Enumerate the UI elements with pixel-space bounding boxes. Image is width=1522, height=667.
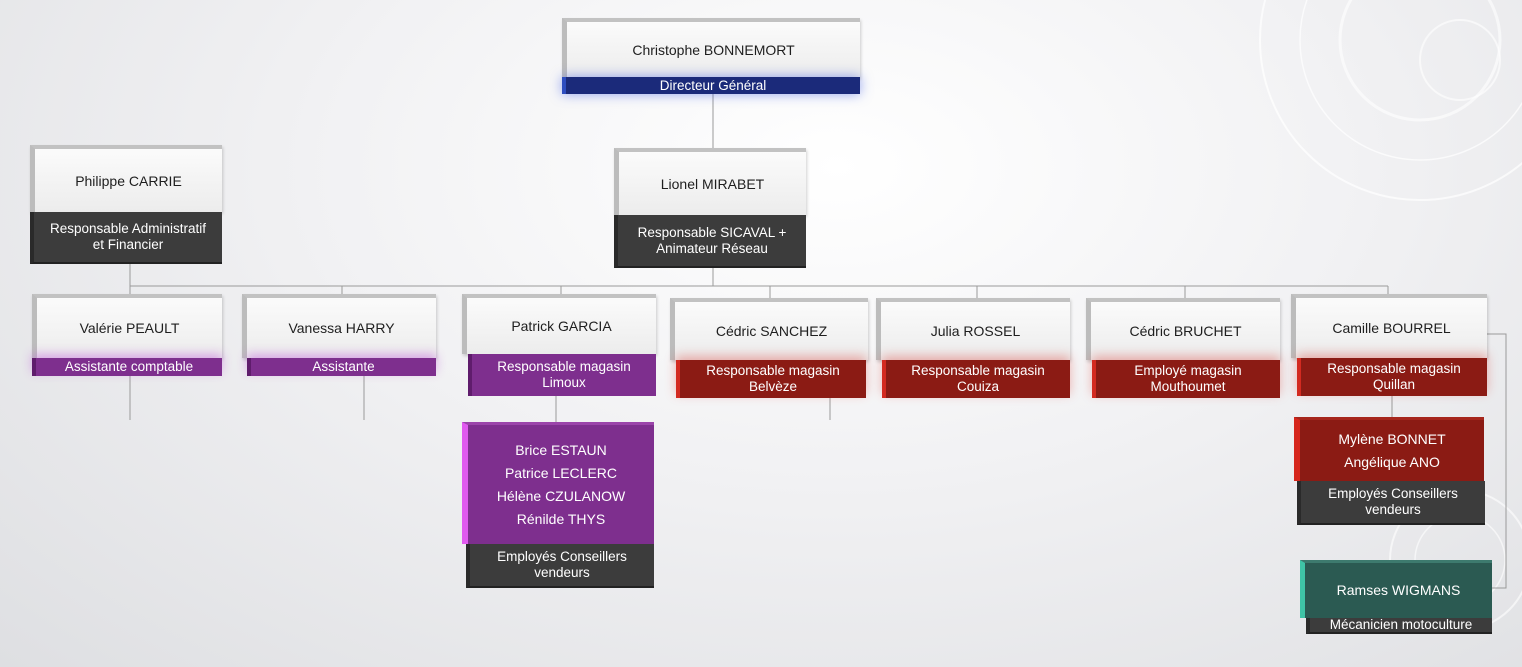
- staff-role-line2: Couiza: [956, 379, 1000, 394]
- staff-role-line1: Responsable magasin: [497, 359, 631, 374]
- staff-role-line1: Employé magasin: [1134, 363, 1242, 378]
- admin-role-line1: Responsable Administratif: [49, 221, 207, 236]
- manager-name: Lionel MIRABET: [614, 148, 806, 215]
- team-label-line1: Employés Conseillers: [497, 549, 627, 564]
- team-label-line2: vendeurs: [1365, 502, 1421, 517]
- staff-role: Responsable magasin Belvèze: [676, 360, 866, 398]
- quillan-team-members: Mylène BONNET Angélique ANO: [1294, 417, 1484, 481]
- staff-role-line1: Responsable magasin: [706, 363, 840, 378]
- staff-role-line2: Quillan: [1372, 377, 1416, 392]
- staff-role: Responsable magasin Couiza: [882, 360, 1070, 398]
- staff-role: Responsable magasin Limoux: [468, 354, 656, 396]
- staff-role-line2: Belvèze: [748, 379, 798, 394]
- staff-name: Cédric SANCHEZ: [670, 298, 868, 360]
- staff-role: Responsable magasin Quillan: [1297, 358, 1487, 396]
- admin-role: Responsable Administratif et Financier: [30, 212, 222, 264]
- ceo-name: Christophe BONNEMORT: [562, 18, 860, 78]
- team-member: Hélène CZULANOW: [496, 487, 626, 504]
- limoux-team-label: Employés Conseillers vendeurs: [466, 544, 654, 588]
- staff-role: Assistante: [247, 358, 436, 376]
- team-member: Brice ESTAUN: [515, 441, 607, 458]
- staff-name: Julia ROSSEL: [876, 298, 1070, 360]
- staff-role-line2: Mouthoumet: [1150, 379, 1226, 394]
- team-member: Angélique ANO: [1344, 453, 1440, 470]
- quillan-team-label: Employés Conseillers vendeurs: [1297, 481, 1485, 525]
- admin-name: Philippe CARRIE: [30, 145, 222, 212]
- team-member: Rénilde THYS: [516, 510, 606, 527]
- staff-name: Camille BOURREL: [1291, 294, 1487, 358]
- staff-name: Vanessa HARRY: [242, 294, 436, 358]
- team-label-line2: vendeurs: [534, 565, 590, 580]
- team-label-line1: Employés Conseillers: [1328, 486, 1458, 501]
- manager-role-line1: Responsable SICAVAL +: [637, 224, 787, 240]
- mechanic-role: Mécanicien motoculture: [1306, 617, 1492, 634]
- limoux-team-members: Brice ESTAUN Patrice LECLERC Hélène CZUL…: [462, 422, 654, 544]
- staff-role-line2: Limoux: [542, 375, 586, 390]
- staff-role-line1: Responsable magasin: [1327, 361, 1461, 376]
- manager-role: Responsable SICAVAL + Animateur Réseau: [614, 215, 806, 268]
- staff-name: Cédric BRUCHET: [1086, 298, 1280, 360]
- ceo-role: Directeur Général: [562, 77, 860, 94]
- admin-role-line2: et Financier: [92, 237, 164, 252]
- mechanic-name: Ramses WIGMANS: [1300, 560, 1492, 618]
- staff-name: Patrick GARCIA: [462, 294, 656, 354]
- manager-role-line2: Animateur Réseau: [656, 240, 768, 256]
- staff-role: Assistante comptable: [32, 358, 222, 376]
- team-member: Mylène BONNET: [1338, 430, 1446, 447]
- staff-name: Valérie PEAULT: [32, 294, 222, 358]
- staff-role-line1: Responsable magasin: [911, 363, 1045, 378]
- staff-role: Employé magasin Mouthoumet: [1092, 360, 1280, 398]
- team-member: Patrice LECLERC: [504, 464, 618, 481]
